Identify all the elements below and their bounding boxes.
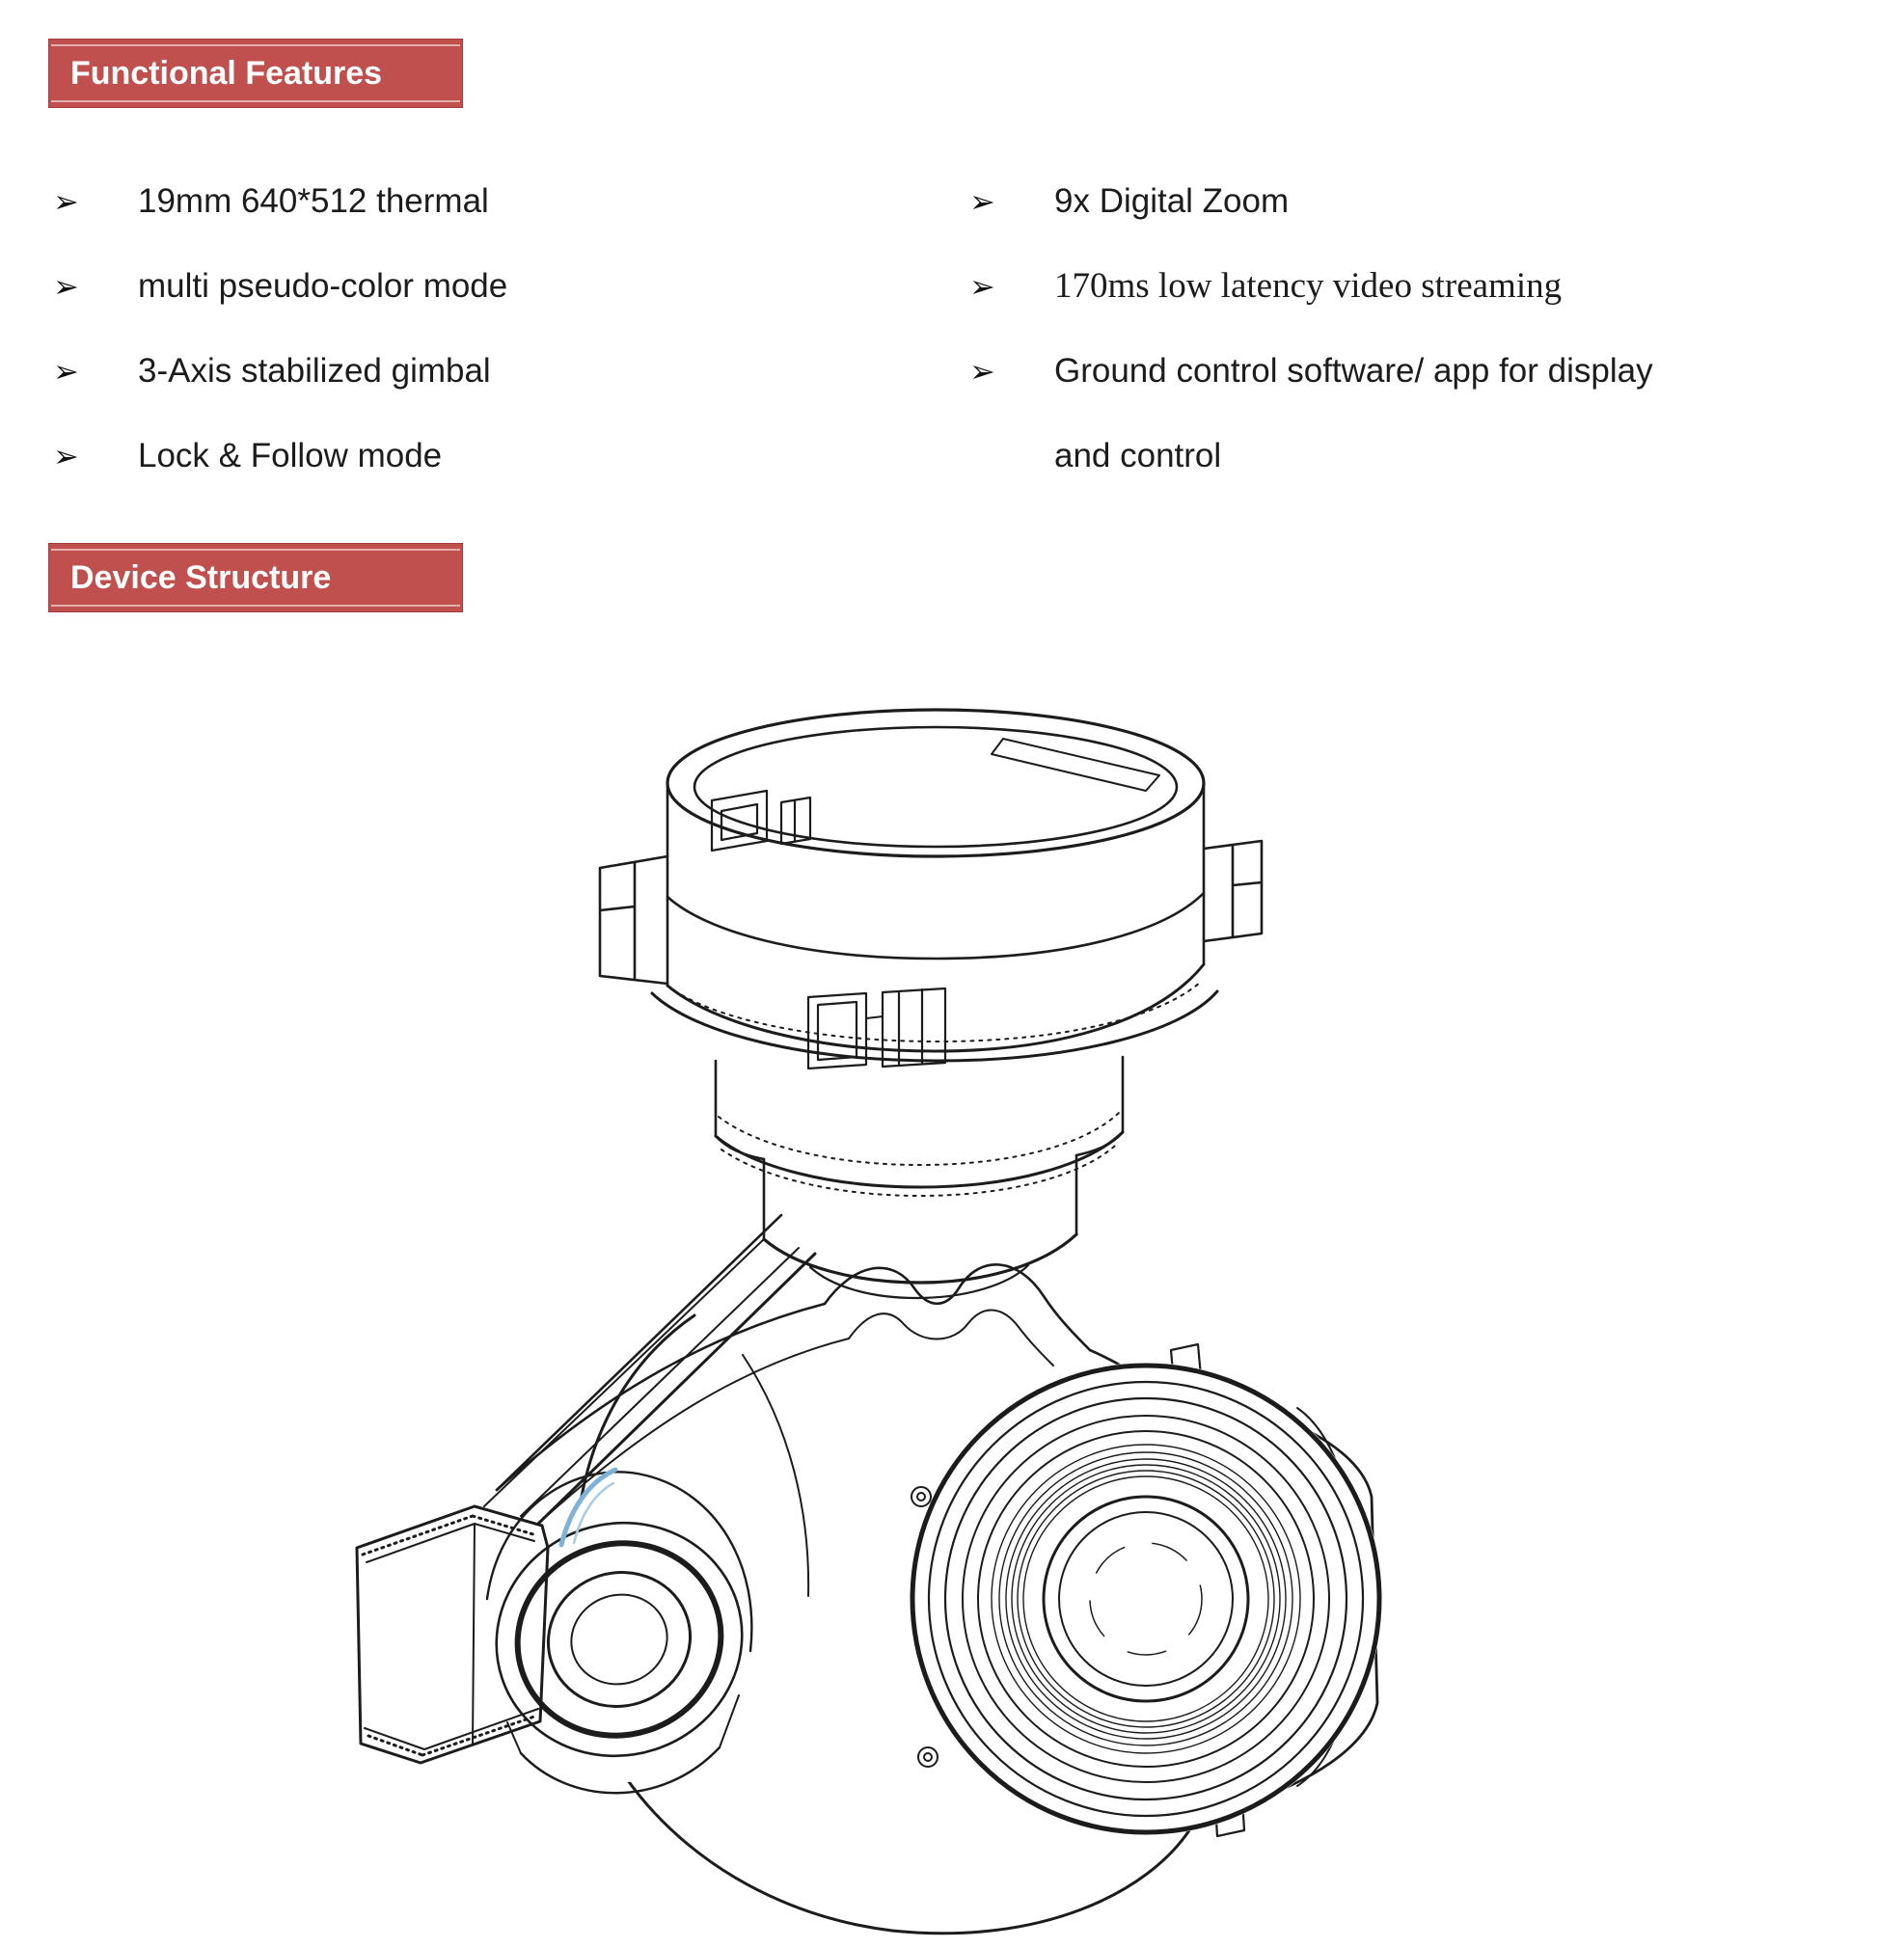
feature-item: ➢ Ground control software/ app for displ… [969, 329, 1673, 499]
feature-text: Ground control software/ app for display… [1054, 352, 1653, 474]
feature-text: 9x Digital Zoom [1054, 182, 1290, 220]
arrow-bullet-icon: ➢ [969, 354, 995, 389]
feature-list-right: ➢ 9x Digital Zoom ➢ 170ms low latency vi… [969, 159, 1673, 499]
arrow-bullet-icon: ➢ [53, 269, 79, 304]
feature-item: ➢ 170ms low latency video streaming [969, 244, 1673, 329]
gimbal-camera-illustration [355, 708, 1382, 1935]
arrow-bullet-icon: ➢ [53, 354, 79, 389]
device-structure-drawing [328, 675, 1389, 1938]
feature-text: 3-Axis stabilized gimbal [138, 352, 491, 390]
arrow-bullet-icon: ➢ [53, 184, 79, 219]
section-title-device-structure: Device Structure [70, 559, 332, 596]
arrow-bullet-icon: ➢ [969, 184, 995, 219]
feature-item: ➢ 19mm 640*512 thermal [53, 159, 844, 244]
feature-text: 170ms low latency video streaming [1054, 266, 1563, 306]
arrow-bullet-icon: ➢ [969, 269, 995, 304]
feature-text: 19mm 640*512 thermal [138, 182, 489, 220]
feature-item: ➢ 3-Axis stabilized gimbal [53, 329, 844, 414]
section-header-device-structure: Device Structure [48, 543, 463, 612]
section-header-functional-features: Functional Features [48, 39, 463, 108]
arrow-bullet-icon: ➢ [53, 439, 79, 473]
feature-text: multi pseudo-color mode [138, 267, 508, 305]
feature-text: Lock & Follow mode [138, 437, 443, 474]
feature-item: ➢ 9x Digital Zoom [969, 159, 1673, 244]
section-title-functional-features: Functional Features [70, 55, 383, 92]
feature-item: ➢ multi pseudo-color mode [53, 244, 844, 329]
feature-item: ➢ Lock & Follow mode [53, 414, 844, 499]
feature-list-left: ➢ 19mm 640*512 thermal ➢ multi pseudo-co… [53, 159, 844, 499]
